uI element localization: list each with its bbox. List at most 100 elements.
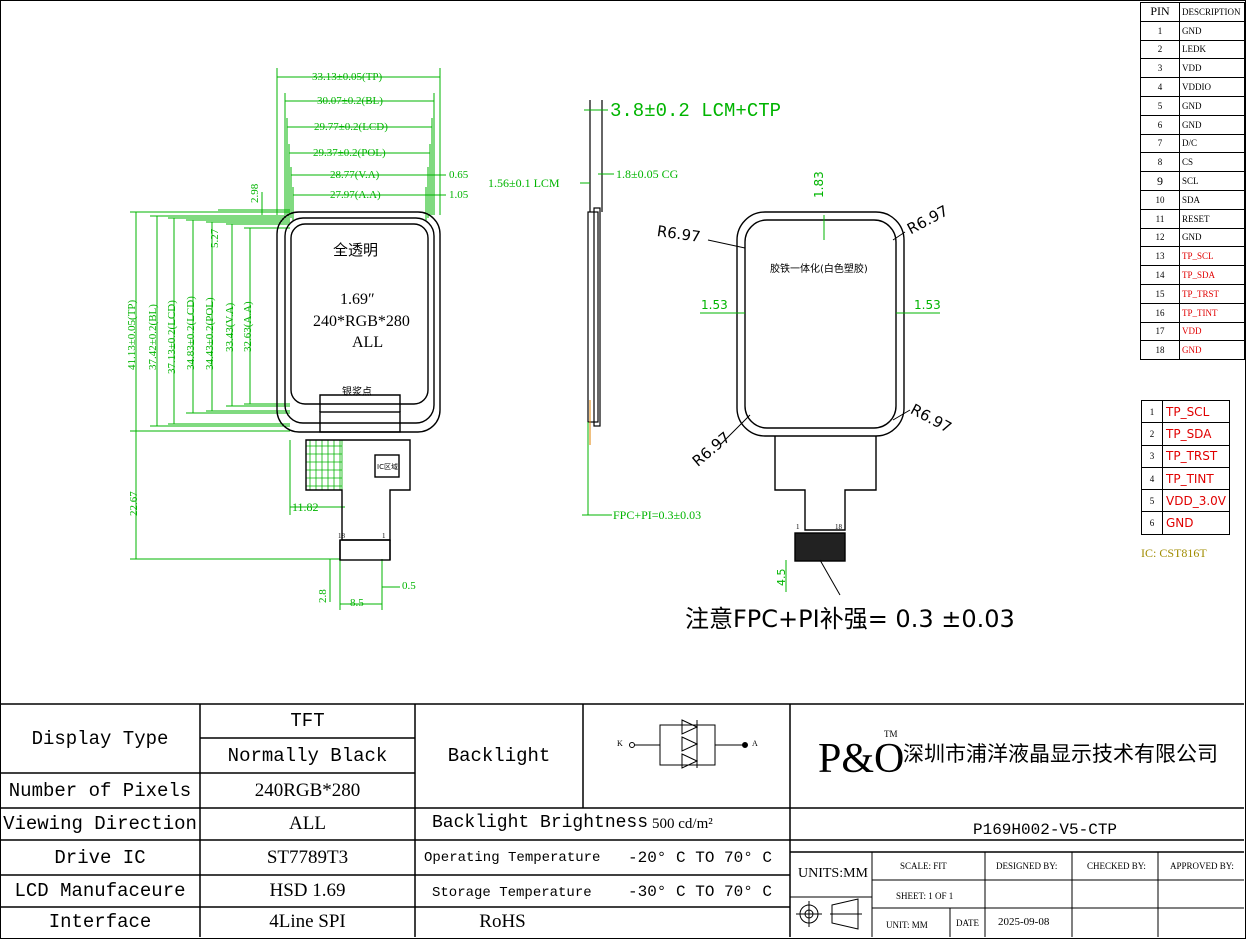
- spec-display-type-1: TFT: [290, 710, 325, 732]
- dim-aa-height: 32.63(A.A): [242, 301, 254, 352]
- dim-side-gap: 5.27: [209, 228, 221, 248]
- pin-number: 3: [1140, 58, 1180, 79]
- dim-right-065: 0.65: [449, 169, 469, 181]
- spec-backlight-label: Backlight: [447, 745, 551, 767]
- part-number: P169H002-V5-CTP: [973, 821, 1118, 839]
- pin-desc: GND: [1179, 95, 1245, 116]
- back-left-margin: 1.53: [701, 298, 728, 312]
- spec-ic-label: Drive IC: [54, 846, 146, 869]
- pin-number: 16: [1140, 302, 1180, 323]
- dim-pol-height: 34.43±0.2(POL): [204, 297, 216, 370]
- pin-number: 5: [1140, 95, 1180, 116]
- checked-by-label: CHECKED BY:: [1087, 861, 1146, 871]
- dim-bl-height: 37.42±0.2(BL): [147, 304, 159, 370]
- units-label: UNITS:MM: [798, 866, 869, 881]
- back-right-margin: 1.53: [914, 298, 941, 312]
- tp-pin-number: 2: [1141, 422, 1163, 446]
- dim-pad-height: 2.8: [317, 589, 329, 603]
- pin-number: 4: [1140, 77, 1180, 97]
- dim-bl-width: 30.07±0.2(BL): [317, 95, 383, 107]
- pin-desc: GND: [1179, 20, 1245, 41]
- spec-st-temp-label: Storage Temperature: [432, 885, 592, 901]
- touch-ic-label: IC: CST816T: [1141, 546, 1207, 560]
- pin-number: 1: [1140, 20, 1180, 41]
- fpc-reinforcement-note: 注意FPC+PI补强= 0.3 ±0.03: [685, 605, 1015, 633]
- unit-label: UNIT: MM: [886, 920, 928, 930]
- tp-pin-desc: GND: [1162, 511, 1230, 535]
- date-label: DATE: [956, 918, 979, 928]
- label-ic-area: IC区域: [377, 463, 398, 471]
- tp-pin-number: 4: [1141, 466, 1163, 491]
- fpc-grid: [305, 439, 343, 491]
- pin-desc: RESET: [1179, 208, 1245, 229]
- spec-pixels-label: Number of Pixels: [8, 779, 192, 802]
- label-transparent: 全透明: [333, 241, 379, 259]
- back-label: 胶铁一体化(白色塑胶): [770, 264, 868, 275]
- spec-rohs: RoHS: [479, 911, 526, 932]
- label-size: 1.69″: [340, 291, 375, 308]
- spec-display-type-label: Display Type: [31, 727, 169, 750]
- dim-tp-width: 33.13±0.05(TP): [312, 71, 383, 83]
- tp-pin-number: 1: [1141, 399, 1163, 424]
- sheet-label: SHEET: 1 OF 1: [896, 891, 954, 901]
- pin-desc: TP_SCL: [1179, 246, 1245, 267]
- pin-number: 2: [1140, 39, 1180, 60]
- pin-desc: GND: [1179, 227, 1245, 248]
- spec-viewing-label: Viewing Direction: [3, 813, 197, 835]
- designed-by-label: DESIGNED BY:: [996, 861, 1058, 871]
- front-dimension-lines: [130, 68, 446, 610]
- tp-pin-desc: TP_TINT: [1162, 466, 1230, 491]
- back-pin-first: 1: [796, 523, 800, 531]
- dim-lcd-height-2: 34.83±0.2(LCD): [185, 296, 197, 370]
- spec-pixels: 240RGB*280: [254, 779, 361, 801]
- pin-desc: TP_TINT: [1179, 302, 1245, 323]
- logo-tm: TM: [884, 729, 898, 739]
- spec-op-temp-label: Operating Temperature: [424, 850, 601, 866]
- desc-header: DESCRIPTION: [1179, 2, 1245, 22]
- pin-header: PIN: [1140, 2, 1180, 22]
- spec-maker-label: LCD Manufaceure: [14, 880, 186, 902]
- dim-fpc-length: 22.67: [128, 491, 140, 516]
- pin-desc: SCL: [1179, 171, 1245, 191]
- pin-table-header: PIN DESCRIPTION: [1140, 2, 1245, 22]
- pin-number: 10: [1140, 189, 1180, 210]
- led-a-label: A: [752, 739, 758, 748]
- spec-brightness-label: Backlight Brightness: [432, 813, 649, 833]
- tp-pin-number: 3: [1141, 444, 1163, 468]
- pin-number: 8: [1140, 152, 1180, 173]
- front-pin-first: 18: [338, 532, 345, 540]
- side-fpc-thickness: FPC+PI=0.3±0.03: [613, 508, 702, 522]
- side-lcm-thickness: 1.56±0.1 LCM: [488, 176, 560, 190]
- spec-interface-label: Interface: [48, 911, 152, 933]
- pin-desc: LEDK: [1179, 39, 1245, 60]
- pin-number: 17: [1140, 321, 1180, 342]
- pin-number: 6: [1140, 114, 1180, 135]
- pin-desc: GND: [1179, 114, 1245, 135]
- title-block-subgrid: [790, 852, 1244, 937]
- pin-number: 14: [1140, 265, 1180, 285]
- tp-pin-desc: TP_SCL: [1162, 399, 1230, 424]
- front-pin-last: 1: [382, 532, 386, 540]
- dim-lcd-height: 37.13±0.2(LCD): [166, 300, 178, 374]
- spec-brightness: 500 cd/m²: [652, 816, 713, 832]
- spec-viewing: ALL: [289, 813, 326, 834]
- back-dimension-lines: [700, 215, 940, 592]
- tp-pin-desc: TP_TRST: [1162, 444, 1230, 468]
- dim-tp-height: 41.13±0.05(TP): [126, 299, 138, 370]
- pin-number: 7: [1140, 133, 1180, 154]
